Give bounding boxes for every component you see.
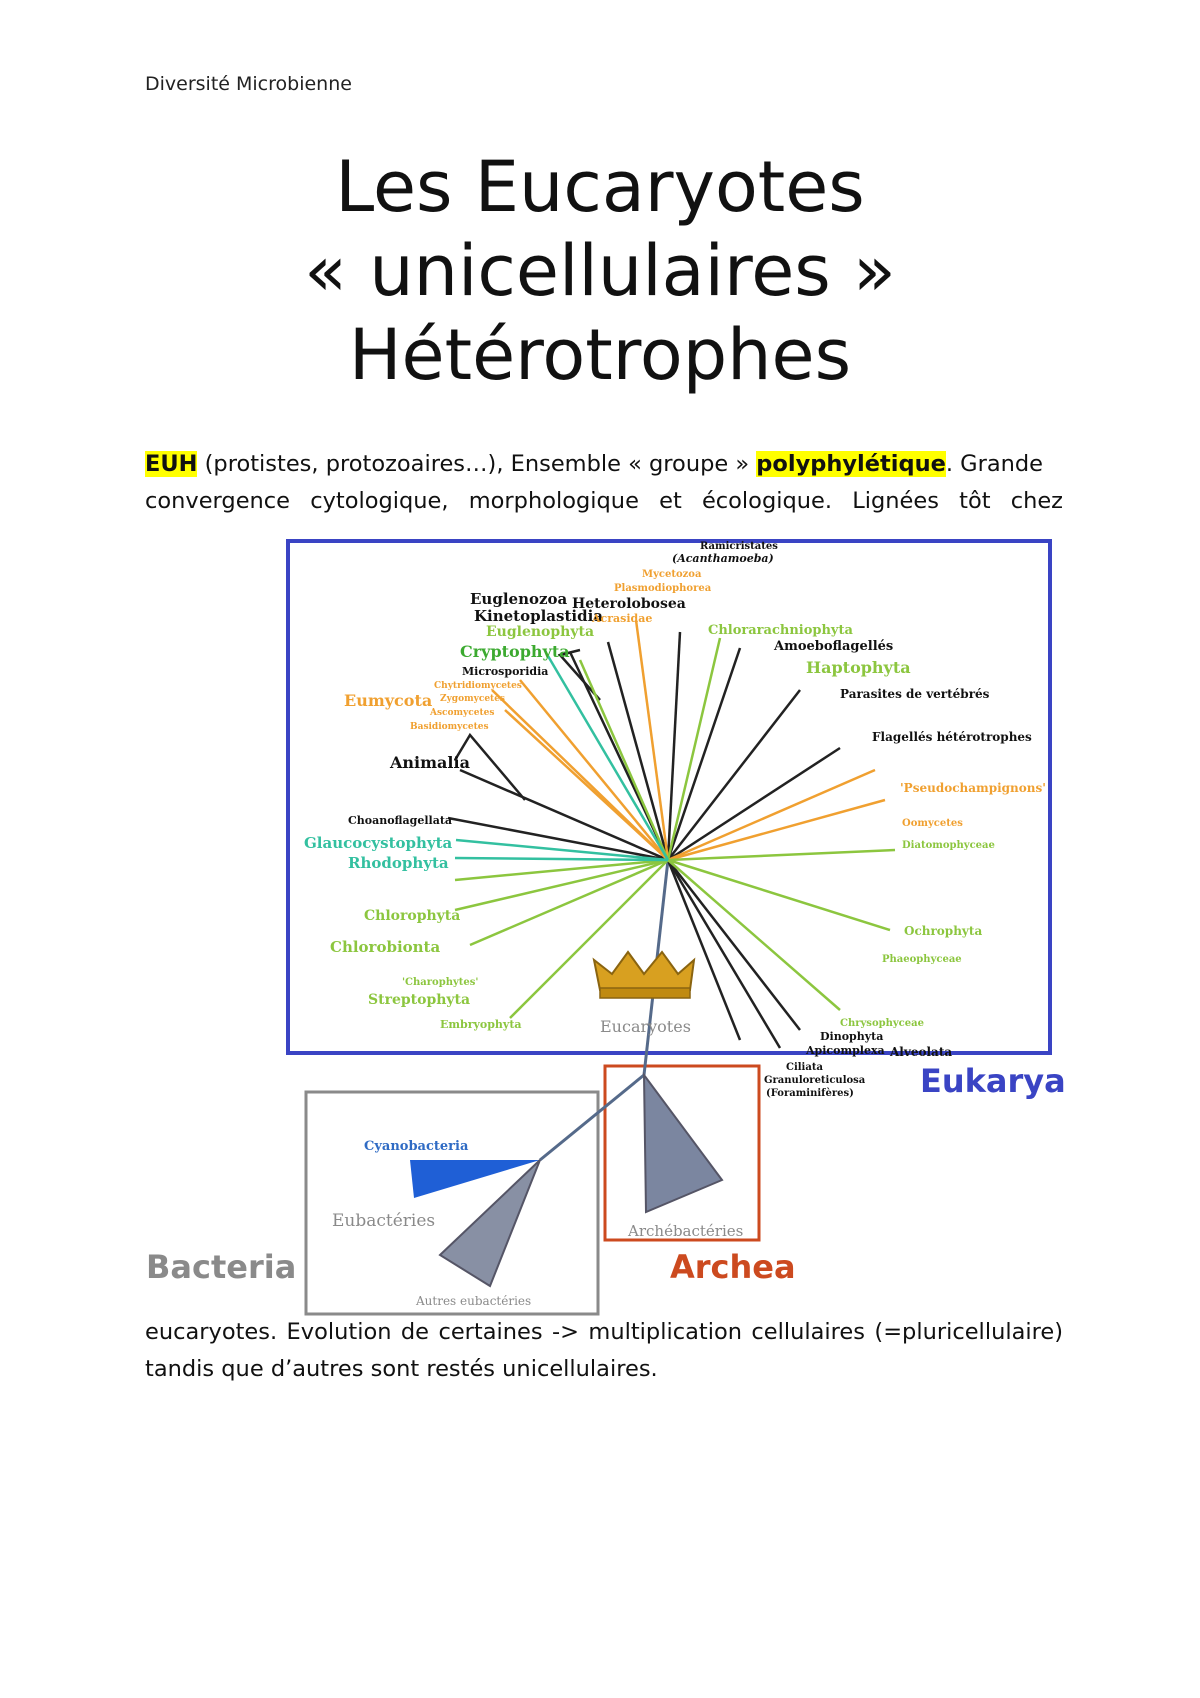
tree-label-flagelles: Flagellés hétérotrophes bbox=[872, 730, 1032, 744]
cyanobacteria-fan bbox=[410, 1160, 540, 1198]
intro-line-2: convergence cytologique, morphologique e… bbox=[145, 488, 1063, 514]
tree-label-apicomplexa: Apicomplexa bbox=[805, 1044, 885, 1057]
tree-label-chytridiomycetes: Chytridiomycetes bbox=[434, 681, 522, 691]
tree-label-euglenozoa: Euglenozoa bbox=[470, 590, 568, 608]
tree-label-dinophyta: Dinophyta bbox=[820, 1030, 883, 1043]
tree-label-alveolata: Alveolata bbox=[889, 1045, 952, 1059]
intro-line-1: EUH (protistes, protozoaires…), Ensemble… bbox=[145, 446, 1063, 483]
tree-label-streptophyta: Streptophyta bbox=[368, 992, 470, 1008]
tree-label-chlorophyta: Chlorophyta bbox=[364, 908, 460, 924]
tree-label-glaucocystophyta: Glaucocystophyta bbox=[304, 834, 453, 852]
tree-label-eumycota: Eumycota bbox=[344, 691, 432, 710]
tree-label-phaeophyceae: Phaeophyceae bbox=[882, 954, 962, 965]
bacteria-box bbox=[304, 1090, 600, 1316]
tree-label-ramicristates: Ramicristates bbox=[700, 541, 778, 552]
tree-label-foraminiferes: (Foraminifères) bbox=[766, 1088, 854, 1099]
tree-label-chlorobionta: Chlorobionta bbox=[330, 938, 440, 956]
tree-label-choanoflagellata: Choanoflagellata bbox=[348, 814, 452, 827]
tree-label-charophytes: 'Charophytes' bbox=[402, 977, 478, 988]
tree-label-acrasidae: Acrasidae bbox=[591, 612, 652, 625]
euh-highlight: EUH bbox=[145, 451, 198, 477]
crown-icon bbox=[592, 950, 696, 999]
archea-label: Archea bbox=[670, 1248, 796, 1286]
archea-box bbox=[603, 1064, 761, 1242]
closing-line-1: eucaryotes. Evolution de certaines -> mu… bbox=[145, 1319, 1063, 1345]
eukaryote-branches bbox=[447, 619, 896, 1049]
closing-paragraph: eucaryotes. Evolution de certaines -> mu… bbox=[145, 1314, 1063, 1388]
tree-label-chrysophyceae: Chrysophyceae bbox=[840, 1018, 924, 1029]
tree-label-ascomycetes: Ascomycetes bbox=[429, 708, 494, 718]
tree-label-autres: Autres eubactéries bbox=[415, 1294, 531, 1308]
tree-label-microsporidia: Microsporidia bbox=[462, 665, 548, 678]
title-line-1: Les Eucaryotes bbox=[335, 146, 865, 228]
tree-label-archebacteries: Archébactéries bbox=[627, 1222, 743, 1240]
tree-label-ochrophyta: Ochrophyta bbox=[904, 924, 982, 938]
tree-label-ciliata: Ciliata bbox=[786, 1062, 823, 1073]
title-line-3: Hétérotrophes bbox=[348, 314, 852, 396]
page-title: Les Eucaryotes « unicellulaires » Hétéro… bbox=[0, 145, 1200, 397]
archaea-fan bbox=[642, 1071, 724, 1214]
intro-text-1: (protistes, protozoaires…), Ensemble « g… bbox=[197, 451, 757, 477]
tree-label-cryptophyta: Cryptophyta bbox=[460, 642, 570, 661]
eukarya-label: Eukarya bbox=[920, 1062, 1066, 1100]
tree-label-cyanobacteria: Cyanobacteria bbox=[364, 1139, 469, 1154]
tree-label-basidiomycetes: Basidiomycetes bbox=[410, 722, 489, 732]
eukarya-box bbox=[286, 539, 1052, 1055]
tree-label-acanthamoeba: (Acanthamoeba) bbox=[672, 552, 774, 565]
tree-label-granuloreticulosa: Granuloreticulosa bbox=[764, 1075, 866, 1086]
tree-label-plasmodiophorea: Plasmodiophorea bbox=[614, 583, 712, 594]
tree-label-diatomophyceae: Diatomophyceae bbox=[902, 840, 995, 851]
tree-label-haptophyta: Haptophyta bbox=[806, 658, 911, 677]
tree-label-chlorarachniophyta: Chlorarachniophyta bbox=[708, 623, 853, 638]
tree-label-amoeboflagelles: Amoeboflagellés bbox=[773, 639, 893, 654]
tree-label-rhodophyta: Rhodophyta bbox=[348, 854, 449, 872]
intro-text-2: . Grande bbox=[945, 451, 1044, 477]
closing-line-2: tandis que d’autres sont restés unicellu… bbox=[145, 1356, 658, 1382]
tree-label-pseudochampignons: 'Pseudochampignons' bbox=[900, 781, 1046, 795]
eubacteria-fan bbox=[438, 1159, 541, 1288]
intro-paragraph: EUH (protistes, protozoaires…), Ensemble… bbox=[145, 446, 1063, 520]
bacteria-label: Bacteria bbox=[146, 1248, 296, 1286]
title-line-2: « unicellulaires » bbox=[304, 230, 896, 312]
tree-label-oomycetes: Oomycetes bbox=[902, 818, 963, 829]
tree-label-embryophyta: Embryophyta bbox=[440, 1018, 522, 1031]
running-header: Diversité Microbienne bbox=[145, 73, 352, 95]
tree-label-parasites: Parasites de vertébrés bbox=[840, 687, 990, 701]
tree-labels: Ramicristates (Acanthamoeba) Mycetozoa P… bbox=[304, 541, 1046, 1308]
tree-label-eucaryotes: Eucaryotes bbox=[600, 1017, 691, 1036]
tree-label-kinetoplastidia: Kinetoplastidia bbox=[474, 607, 603, 625]
tree-label-euglenophyta: Euglenophyta bbox=[486, 624, 594, 640]
tree-label-heterolobosea: Heterolobosea bbox=[572, 596, 686, 612]
tree-label-eubacteries: Eubactéries bbox=[332, 1211, 435, 1231]
tree-label-animalia: Animalia bbox=[389, 753, 470, 772]
tree-label-zygomycetes: Zygomycetes bbox=[440, 694, 505, 704]
polyphyletique-highlight: polyphylétique bbox=[756, 451, 946, 477]
tree-label-mycetozoa: Mycetozoa bbox=[642, 569, 702, 580]
